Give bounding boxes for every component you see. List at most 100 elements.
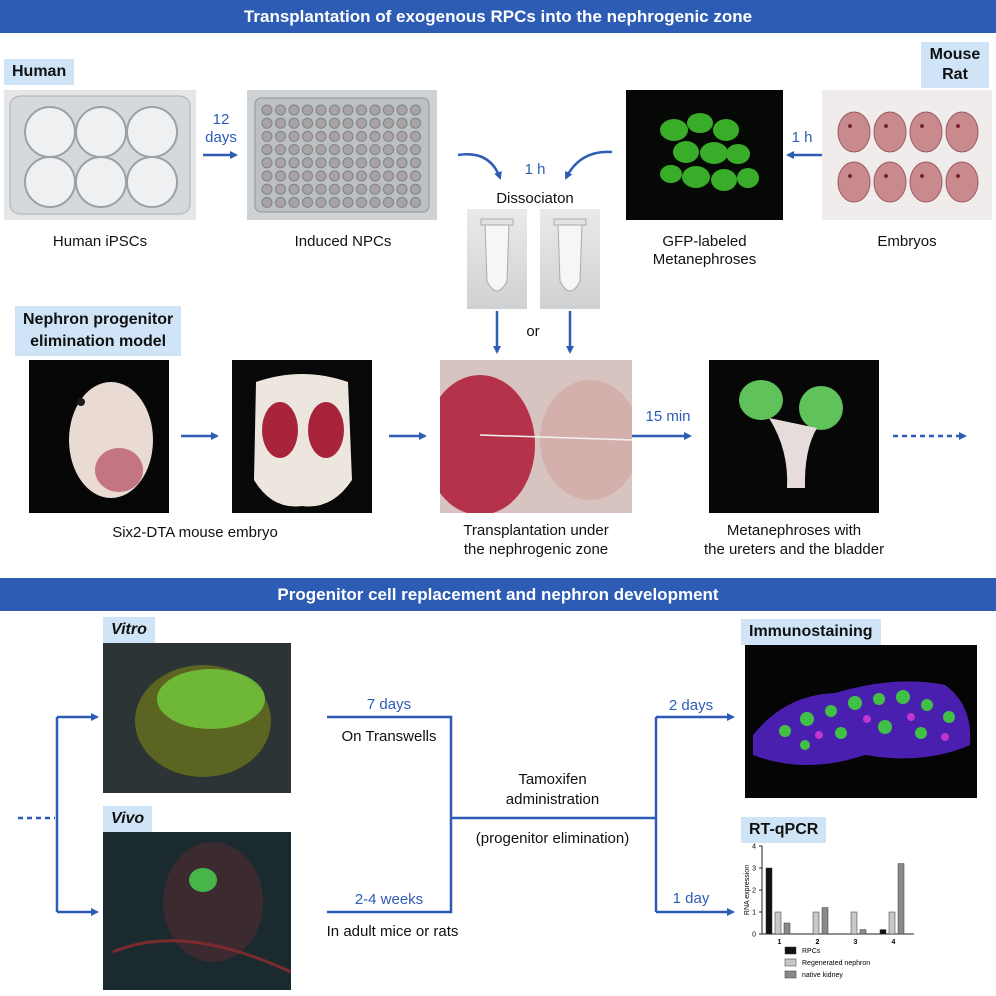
caption-gfp-line2: Metanephroses: [652, 251, 757, 268]
well: [261, 104, 273, 116]
well: [396, 144, 408, 156]
bar-native-kidney-3: [859, 929, 867, 935]
metanephroses-result-image: [709, 360, 879, 513]
gfp-metanephroses-image: [626, 90, 783, 220]
legend-label: RPCs: [802, 948, 821, 955]
tag-model-line2: elimination model: [30, 333, 167, 350]
well: [275, 183, 286, 195]
vitro-image: [103, 643, 291, 793]
well: [315, 183, 327, 195]
well: [356, 170, 367, 182]
tube-rodent-cells: [540, 209, 600, 309]
well: [356, 130, 367, 142]
well: [356, 117, 367, 129]
label-progenitor-elimination: (progenitor elimination): [475, 830, 630, 847]
well: [329, 104, 340, 116]
label-1h-dissociation: 1 h: [524, 161, 546, 178]
well: [342, 170, 354, 182]
well: [275, 157, 286, 169]
label-days: days: [205, 129, 237, 146]
well: [342, 104, 354, 116]
well: [315, 104, 327, 116]
dissected-embryo-image: [232, 360, 372, 513]
well: [261, 157, 273, 169]
well: [275, 196, 286, 208]
bar-regenerated-nephron-3: [850, 911, 858, 935]
well: [369, 117, 381, 129]
well: [261, 183, 273, 195]
well: [369, 157, 381, 169]
caption-gfp-line1: GFP-labeled: [662, 233, 747, 250]
well: [302, 130, 313, 142]
well: [329, 144, 340, 156]
well: [342, 130, 354, 142]
bar-rpcs-1: [765, 867, 773, 935]
bar-regenerated-nephron-4: [888, 911, 896, 935]
legend-swatch: [784, 970, 797, 979]
caption-induced-npcs: Induced NPCs: [294, 233, 392, 250]
well: [383, 157, 394, 169]
well: [383, 196, 394, 208]
well: [396, 170, 408, 182]
well: [396, 130, 408, 142]
well: [302, 157, 313, 169]
well: [383, 117, 394, 129]
section2-title: Progenitor cell replacement and nephron …: [0, 578, 996, 611]
well: [410, 117, 421, 129]
arrow-metanephros-to-dissociation: [564, 150, 613, 180]
tag-human: Human: [4, 59, 75, 85]
x-tick-label: 1: [778, 939, 782, 946]
well: [329, 130, 340, 142]
well: [288, 130, 300, 142]
caption-result-line1: Metanephroses with: [726, 522, 862, 539]
tag-vivo: Vivo: [103, 806, 153, 832]
well: [356, 157, 367, 169]
label-adult-mice-rats: In adult mice or rats: [326, 923, 459, 940]
arrow-npc-to-dissociation: [457, 153, 502, 180]
connector-vitro: [327, 715, 453, 818]
well: [288, 157, 300, 169]
well: [315, 130, 327, 142]
well: [342, 157, 354, 169]
bar-rpcs-4: [879, 929, 887, 935]
tag-rat: Rat: [942, 66, 968, 83]
well: [342, 144, 354, 156]
well: [275, 130, 286, 142]
well: [329, 157, 340, 169]
label-1-day: 1 day: [672, 890, 710, 907]
well: [302, 170, 313, 182]
label-or: or: [526, 323, 540, 340]
bar-regenerated-nephron-1: [774, 911, 782, 935]
well: [383, 170, 394, 182]
well: [329, 117, 340, 129]
label-on-transwells: On Transwells: [341, 728, 437, 745]
y-tick-label: 2: [752, 888, 756, 895]
label-administration: administration: [505, 791, 600, 808]
well: [288, 117, 300, 129]
tag-vitro: Vitro: [103, 617, 155, 643]
well: [275, 170, 286, 182]
well: [275, 117, 286, 129]
vivo-image: [103, 832, 291, 990]
well: [383, 130, 394, 142]
well: [302, 104, 313, 116]
well: [261, 117, 273, 129]
well: [410, 104, 421, 116]
well: [410, 196, 421, 208]
legend-swatch: [784, 946, 797, 955]
well: [396, 196, 408, 208]
well: [410, 183, 421, 195]
y-tick-label: 4: [752, 844, 756, 851]
well: [342, 117, 354, 129]
well: [288, 170, 300, 182]
bar-regenerated-nephron-2: [812, 911, 820, 935]
well: [288, 196, 300, 208]
tag-elimination-model: Nephron progenitor elimination model: [15, 306, 182, 356]
well: [356, 104, 367, 116]
well: [396, 183, 408, 195]
well: [369, 183, 381, 195]
bar-native-kidney-1: [783, 922, 791, 935]
label-1h-embryos: 1 h: [791, 129, 813, 146]
